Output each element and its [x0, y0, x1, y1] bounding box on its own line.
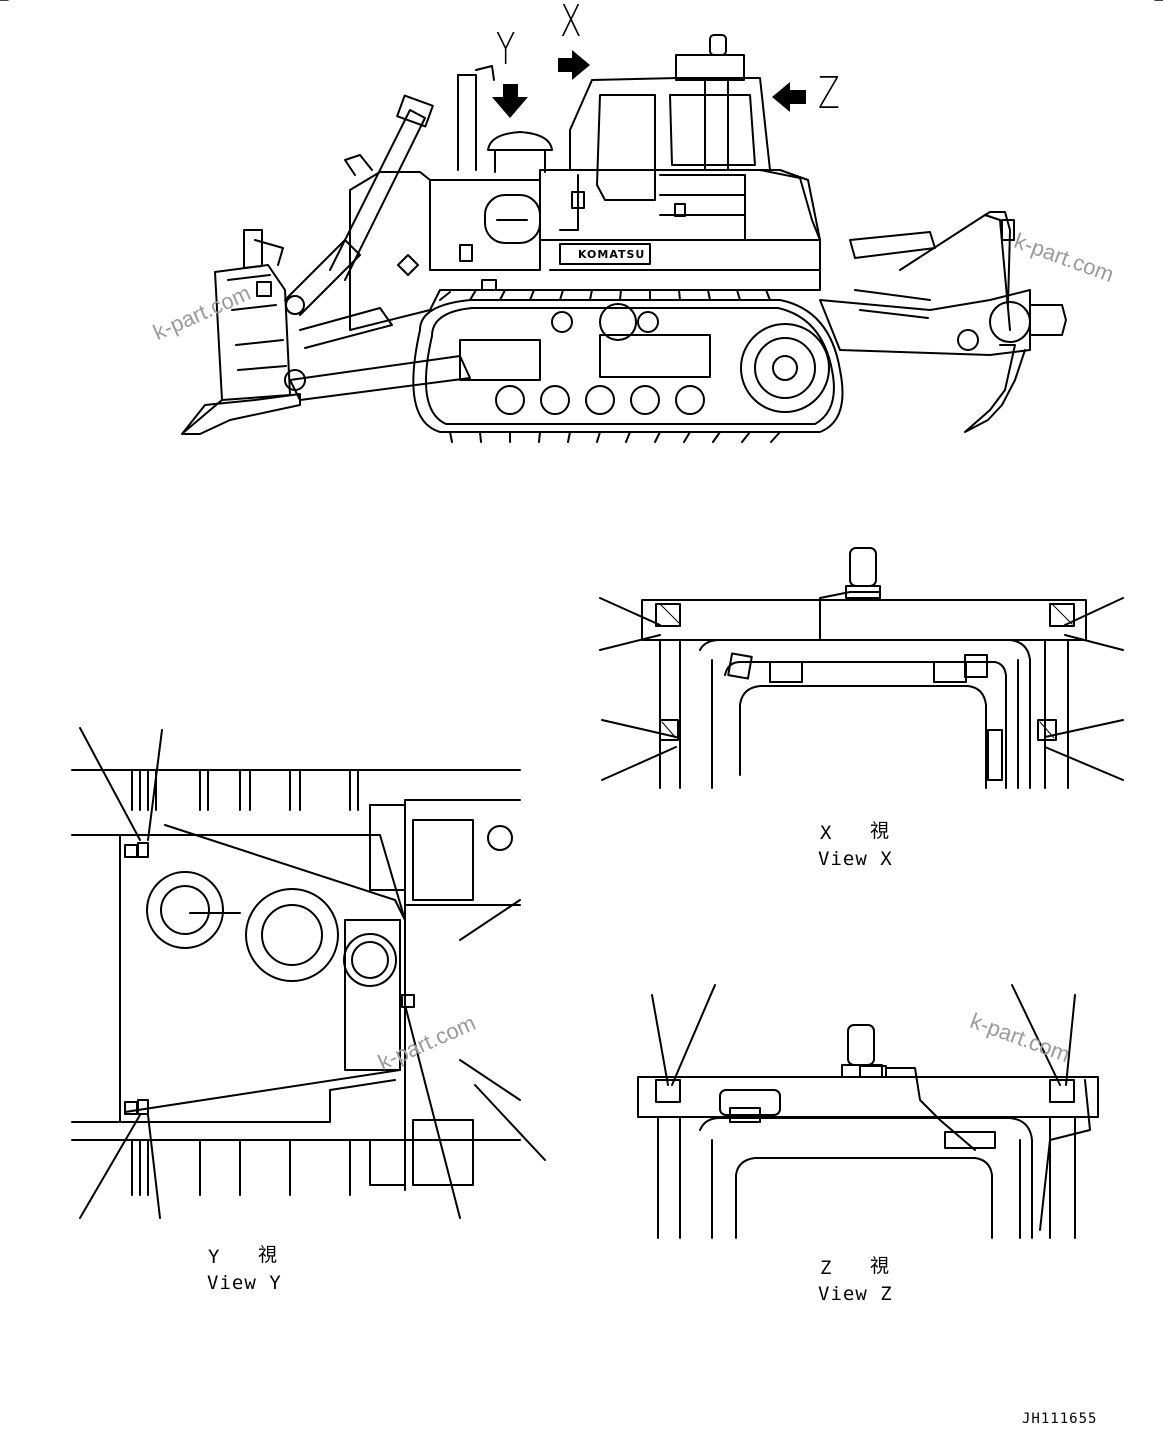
view-y-kanji: 視 — [258, 1244, 280, 1266]
ripper — [819, 211, 1067, 433]
arrow-z — [772, 82, 806, 112]
blade — [181, 229, 301, 435]
view-arrows — [492, 50, 806, 118]
track — [412, 289, 844, 443]
view-y-caption: View Y — [207, 1272, 282, 1294]
arrow-label-x: X — [560, 0, 582, 47]
arrow-label-y: Y — [496, 24, 516, 75]
view-z-caption: View Z — [818, 1283, 893, 1305]
view-x-mark: X — [820, 822, 834, 844]
view-z-kanji: 視 — [870, 1255, 892, 1277]
view-y-mark: Y — [208, 1246, 222, 1268]
view-y-drawing — [71, 727, 546, 1219]
exhaust-stack — [457, 65, 553, 173]
view-z-drawing — [637, 984, 1099, 1239]
view-x-drawing — [599, 547, 1124, 789]
cab — [559, 34, 821, 241]
lift-frame — [284, 94, 471, 401]
view-x-kanji: 視 — [870, 820, 892, 842]
view-x-caption: View X — [818, 848, 893, 870]
arrow-y — [492, 84, 528, 118]
body — [344, 154, 821, 331]
arrow-label-z: Z — [818, 68, 840, 119]
arrow-x — [558, 50, 590, 80]
view-z-mark: Z — [820, 1257, 834, 1279]
bulldozer-side-view — [181, 34, 1067, 443]
brand-label: KOMATSU — [578, 248, 646, 261]
drawing-number: JH111655 — [1022, 1411, 1098, 1427]
